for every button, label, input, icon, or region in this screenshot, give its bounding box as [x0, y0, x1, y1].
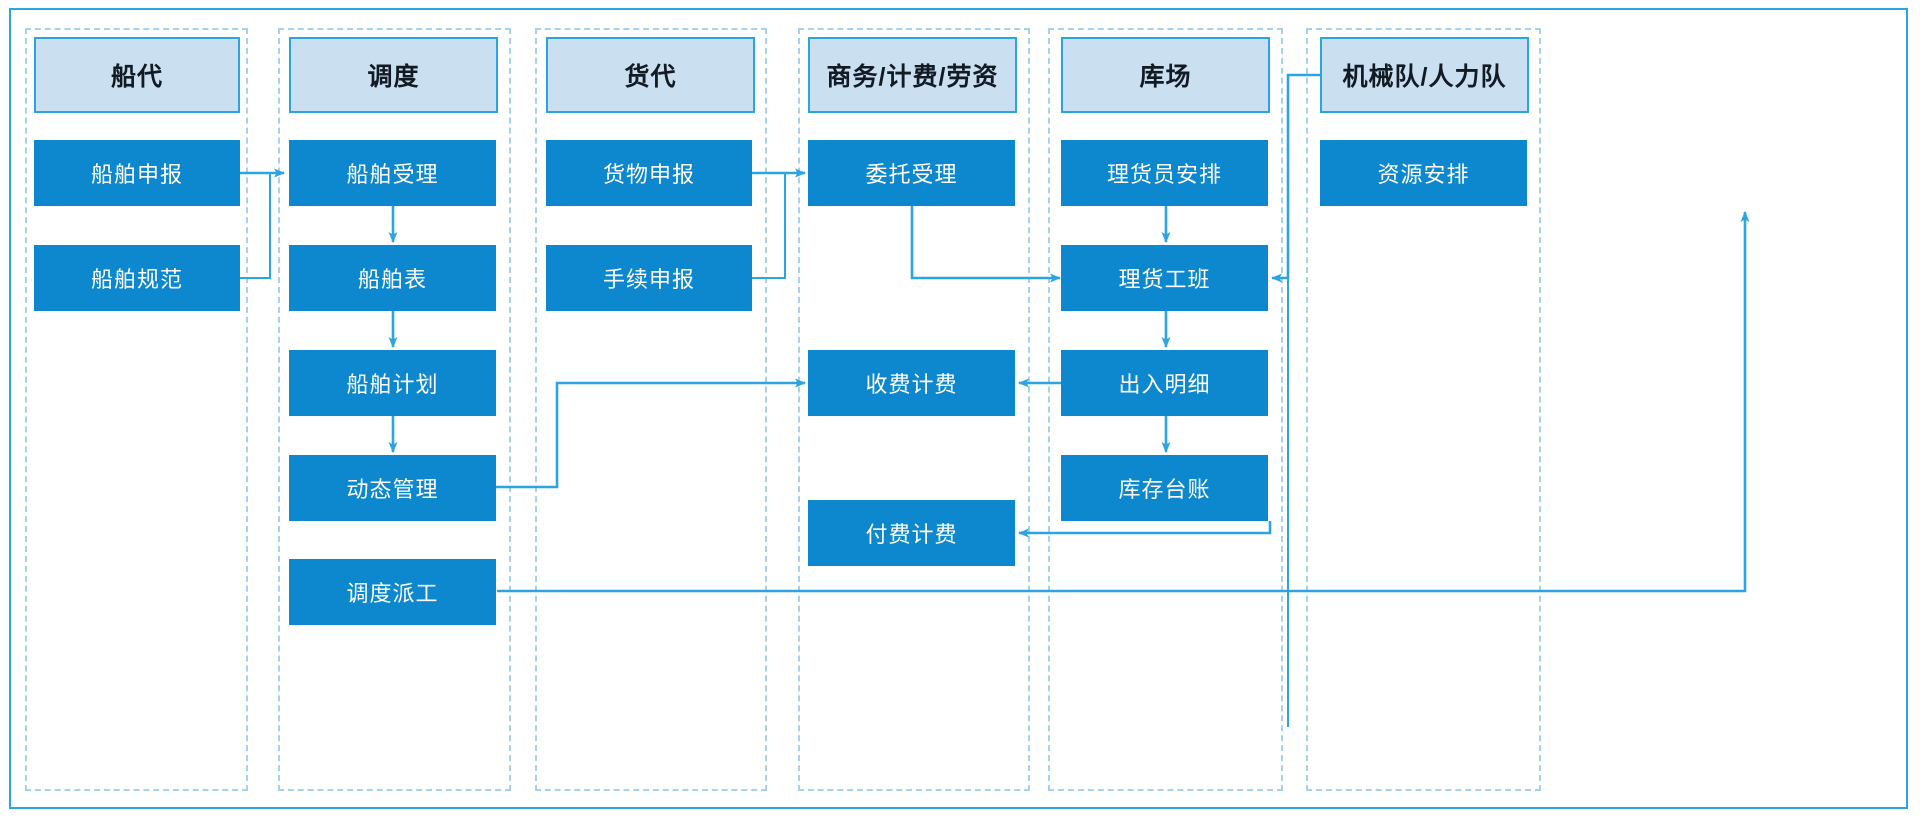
lane-header-label: 库场 — [1139, 63, 1192, 91]
lane-header-diaodu[interactable]: 调度 — [289, 37, 498, 113]
node-huowu-shenbao[interactable]: 货物申报 — [546, 140, 752, 206]
node-diaodu-paigong[interactable]: 调度派工 — [289, 559, 496, 625]
node-label: 手续申报 — [602, 267, 695, 292]
node-ziyuan-anpai[interactable]: 资源安排 — [1320, 140, 1527, 206]
node-label: 调度派工 — [346, 581, 439, 606]
node-shoufei-jifei[interactable]: 收费计费 — [808, 350, 1015, 416]
node-lihuoyuan-anpai[interactable]: 理货员安排 — [1061, 140, 1268, 206]
lane-header-label: 货代 — [624, 63, 677, 91]
node-fufei-jifei[interactable]: 付费计费 — [808, 500, 1015, 566]
lane-header-huodai[interactable]: 货代 — [546, 37, 755, 113]
lane-header-jixie[interactable]: 机械队/人力队 — [1320, 37, 1529, 113]
node-label: 船舶受理 — [346, 162, 439, 187]
node-label: 理货员安排 — [1106, 162, 1222, 187]
node-kucun-taizhang[interactable]: 库存台账 — [1061, 455, 1268, 521]
node-label: 动态管理 — [346, 477, 439, 502]
node-chuanbo-jihua[interactable]: 船舶计划 — [289, 350, 496, 416]
node-label: 船舶规范 — [90, 267, 183, 292]
node-chuanbo-shenbao[interactable]: 船舶申报 — [34, 140, 240, 206]
node-label: 收费计费 — [865, 372, 958, 397]
node-label: 船舶表 — [357, 267, 427, 292]
lane-header-label: 船代 — [110, 63, 163, 91]
lane-header-label: 商务/计费/劳资 — [826, 63, 999, 91]
node-dongtai-guanli[interactable]: 动态管理 — [289, 455, 496, 521]
node-label: 船舶申报 — [90, 162, 183, 187]
node-lihuo-gongban[interactable]: 理货工班 — [1061, 245, 1268, 311]
node-label: 货物申报 — [602, 162, 695, 187]
node-churu-mingxi[interactable]: 出入明细 — [1061, 350, 1268, 416]
node-label: 出入明细 — [1118, 372, 1211, 397]
swimlane-chuandai — [25, 28, 248, 791]
node-shouxu-shenbao[interactable]: 手续申报 — [546, 245, 752, 311]
node-label: 资源安排 — [1377, 162, 1470, 187]
node-chuanbo-guifan[interactable]: 船舶规范 — [34, 245, 240, 311]
lane-header-label: 调度 — [367, 63, 420, 91]
lane-header-kuchang[interactable]: 库场 — [1061, 37, 1270, 113]
node-label: 船舶计划 — [346, 372, 439, 397]
node-label: 理货工班 — [1118, 267, 1211, 292]
node-chuanbo-shouli[interactable]: 船舶受理 — [289, 140, 496, 206]
lane-header-label: 机械队/人力队 — [1342, 63, 1507, 91]
node-label: 委托受理 — [865, 162, 958, 187]
lane-header-shangwu[interactable]: 商务/计费/劳资 — [808, 37, 1017, 113]
node-weituo-shouli[interactable]: 委托受理 — [808, 140, 1015, 206]
node-label: 库存台账 — [1118, 477, 1211, 502]
node-label: 付费计费 — [865, 522, 958, 547]
lane-header-chuandai[interactable]: 船代 — [34, 37, 240, 113]
node-chuanbo-biao[interactable]: 船舶表 — [289, 245, 496, 311]
